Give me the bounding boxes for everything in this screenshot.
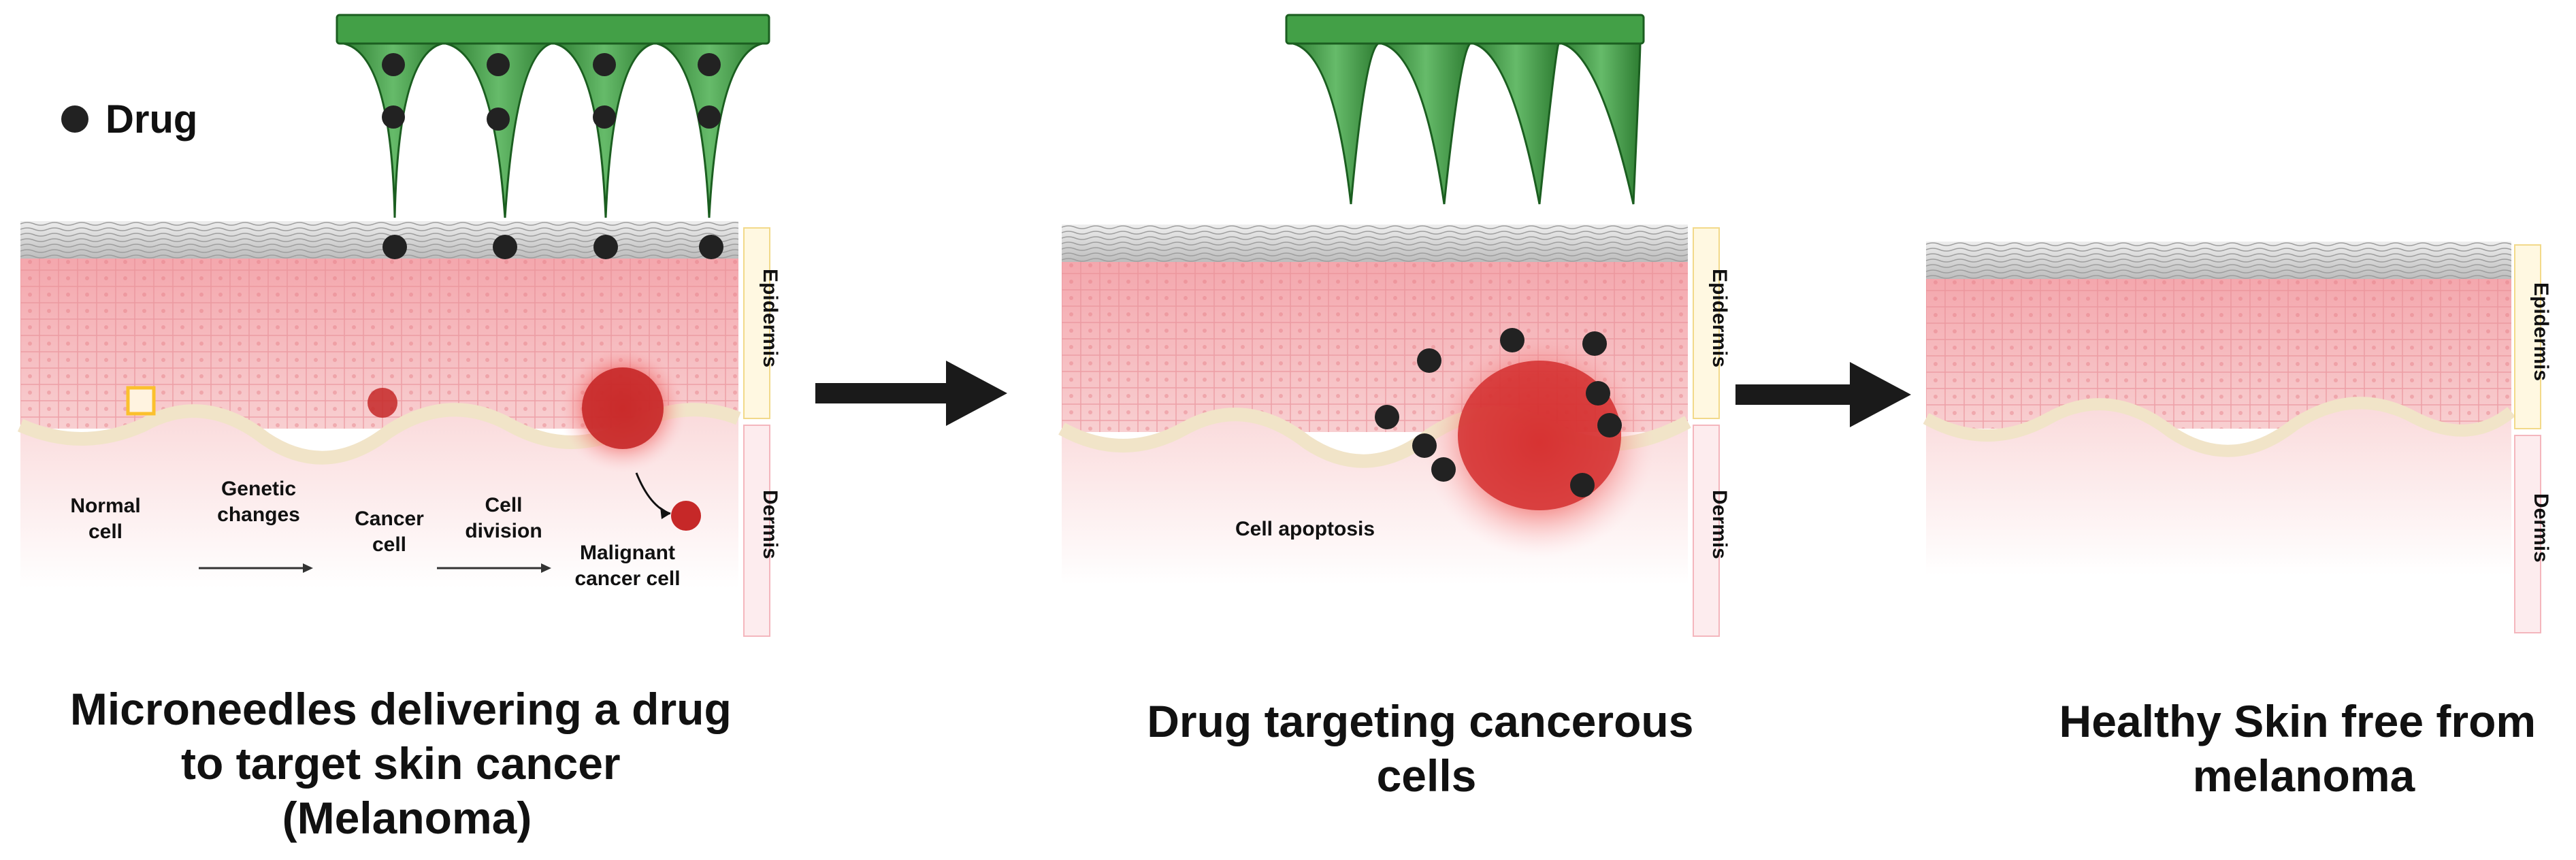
caption-panel-1: Microneedles delivering a drug to target… <box>70 684 744 843</box>
dermis-box-2 <box>1693 425 1720 637</box>
caption-panel-2: Drug targeting cancerous cells <box>1147 696 1706 801</box>
apoptotic-tumor <box>1458 361 1621 510</box>
epidermis-label-2: Epidermis <box>1708 269 1731 367</box>
dermis-label-3: Dermis <box>2530 493 2552 563</box>
microneedle-patch-loaded <box>336 14 770 218</box>
captions: Microneedles delivering a drug to target… <box>70 684 2549 843</box>
epidermis-label-3: Epidermis <box>2530 282 2552 381</box>
skin-section-3 <box>1923 242 2515 575</box>
drug-legend-label: Drug <box>105 97 197 142</box>
layer-labels: Epidermis Dermis Epidermis Dermis Epider… <box>743 227 2552 637</box>
arrow-step-2 <box>1735 362 1911 427</box>
arrow-step-1 <box>815 361 1007 426</box>
cancer-cell-marker <box>368 388 397 418</box>
malignant-tumor <box>582 367 664 449</box>
drug-particles-on-tumor <box>1375 328 1622 497</box>
drug-legend-icon <box>61 105 88 133</box>
metastatic-cell <box>671 501 701 531</box>
cell-progression <box>126 344 701 573</box>
legend: Drug <box>61 97 197 142</box>
caption-panel-3: Healthy Skin free from melanoma <box>2059 696 2549 801</box>
cell-apoptosis-label: Cell apoptosis <box>1235 518 1375 540</box>
epidermis-label-1: Epidermis <box>759 269 781 367</box>
dermis-box-3 <box>2514 435 2541 633</box>
dermis-label-2: Dermis <box>1708 490 1731 559</box>
normal-cell-marker <box>126 386 156 416</box>
epidermis-box-3 <box>2514 244 2541 429</box>
epidermis-box-1 <box>743 227 770 419</box>
dermis-label-1: Dermis <box>759 490 781 559</box>
dermis-box-1 <box>743 425 770 637</box>
epidermis-box-2 <box>1693 227 1720 419</box>
delivered-drug-dots <box>382 235 723 259</box>
targeted-tumor <box>1375 327 1655 558</box>
microneedle-patch-empty <box>1285 14 1645 205</box>
